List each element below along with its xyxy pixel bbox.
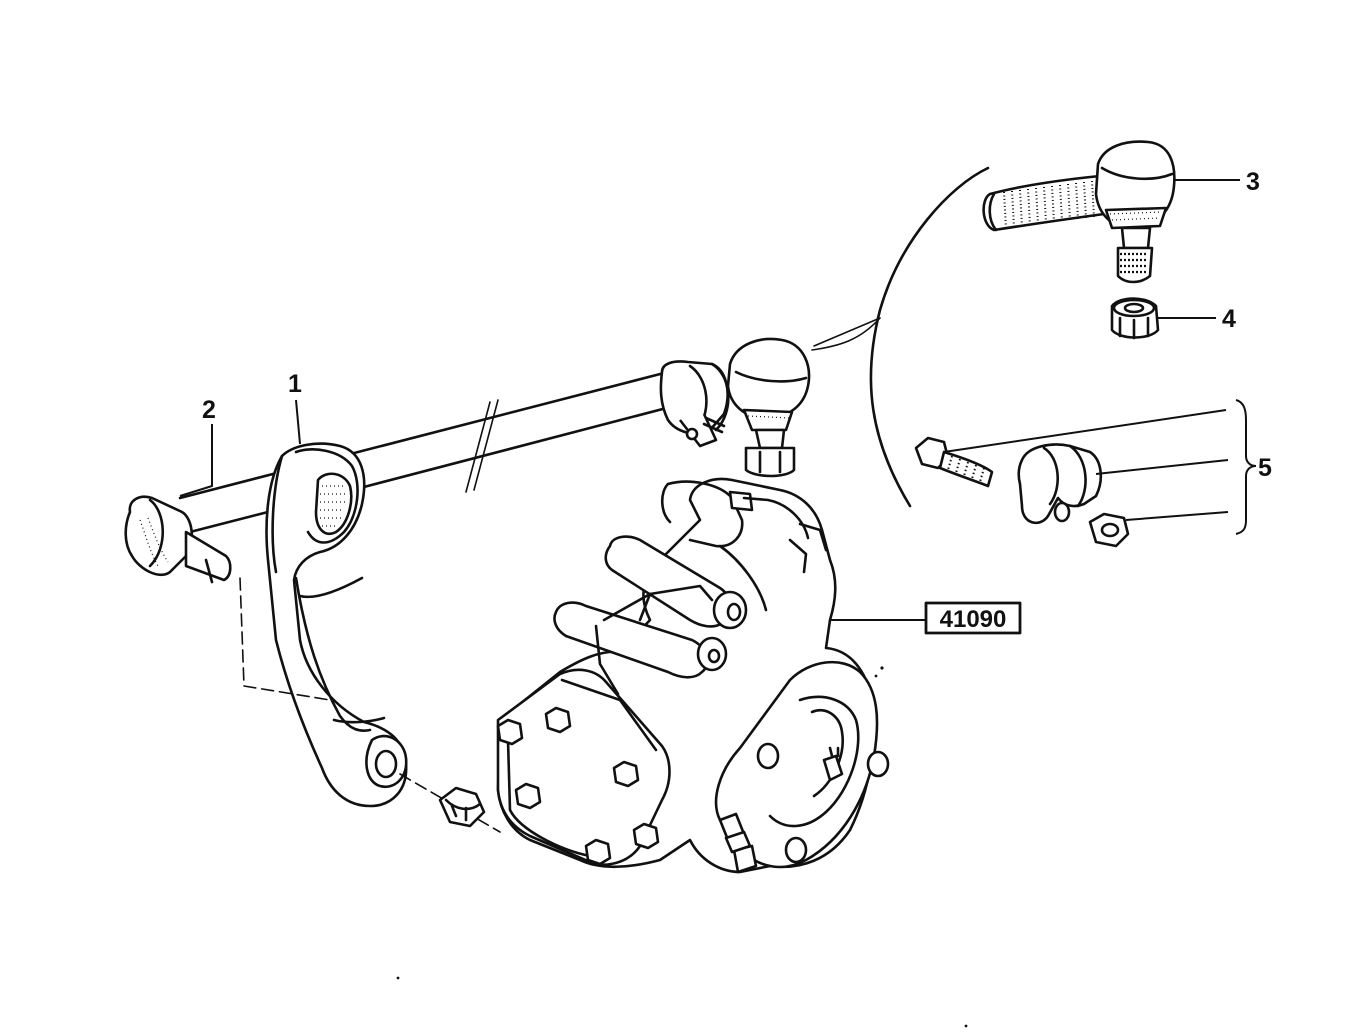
nut-icon <box>1110 297 1160 340</box>
callout-4-label: 4 <box>1222 305 1236 333</box>
callout-5-label: 5 <box>1258 454 1272 482</box>
callout-2-label: 2 <box>202 396 216 424</box>
callout-3-label: 3 <box>1246 168 1260 196</box>
steering-gear-box-icon <box>396 477 968 1028</box>
nut-icon <box>1088 512 1130 548</box>
tie-rod-end-icon <box>982 140 1176 284</box>
nut-icon <box>438 786 486 828</box>
bolt-icon <box>496 706 660 866</box>
pitman-arm-icon <box>265 442 408 808</box>
bolt-icon <box>914 436 994 488</box>
ref-41090-label: 41090 <box>940 606 1007 633</box>
clamp-icon <box>1017 443 1103 525</box>
callout-1-label: 1 <box>288 370 302 398</box>
drag-link-icon <box>124 337 811 584</box>
